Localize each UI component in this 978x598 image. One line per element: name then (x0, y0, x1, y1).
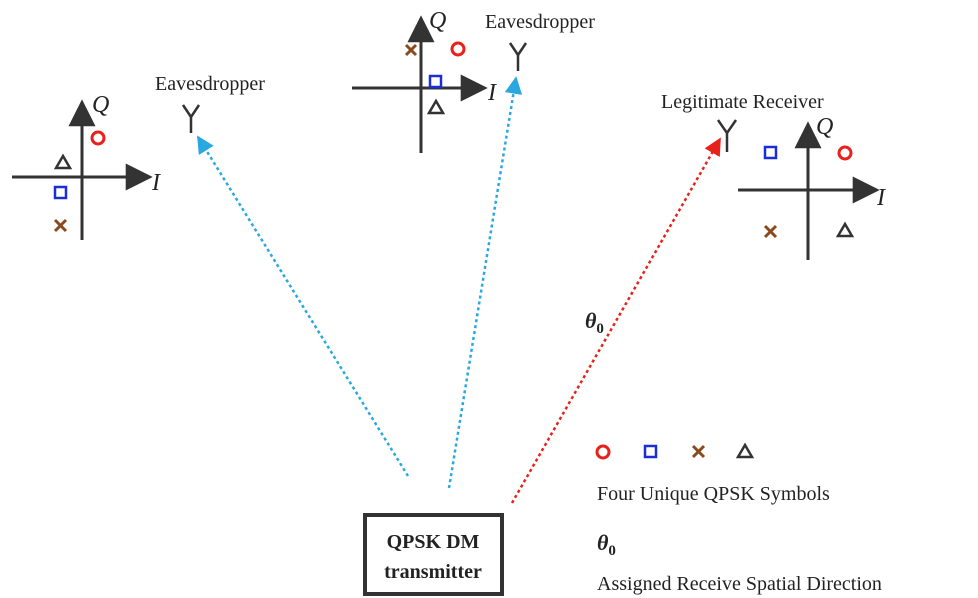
q-axis-label: Q (92, 92, 109, 118)
symbol-cross (763, 224, 778, 239)
symbol-circle (90, 130, 106, 146)
transmitter-box: QPSK DM transmitter (363, 513, 504, 596)
theta-label: θ0 (585, 308, 604, 337)
symbol-circle (450, 41, 466, 57)
antenna-icon (181, 104, 201, 133)
symbol-triangle (835, 221, 855, 238)
legend-symbols-caption: Four Unique QPSK Symbols (597, 483, 830, 505)
constellation-left-eavesdropper: Q I (12, 92, 161, 240)
antenna-icon (716, 119, 738, 152)
legitimate-path (510, 137, 722, 504)
legend-circle-icon (595, 444, 611, 460)
eavesdropper-path-middle (447, 76, 523, 489)
legend-triangle-icon (735, 442, 755, 459)
symbol-square (763, 145, 778, 160)
q-axis-label: Q (429, 8, 446, 34)
legend-square-icon (643, 444, 658, 459)
constellation-middle-eavesdropper: Q I (352, 8, 497, 153)
antenna-icon (508, 42, 528, 71)
symbol-square (428, 74, 443, 89)
i-axis-label: I (487, 80, 497, 106)
receiver-label-eavesdropper-left: Eavesdropper (155, 73, 265, 95)
symbol-square (53, 185, 68, 200)
symbol-triangle (53, 153, 73, 170)
q-axis-label: Q (816, 114, 833, 140)
legend-direction-caption: Assigned Receive Spatial Direction (597, 573, 882, 595)
symbol-triangle (426, 98, 446, 115)
i-axis-label: I (876, 185, 886, 211)
i-axis-label: I (151, 170, 161, 196)
symbol-circle (837, 145, 853, 161)
constellation-legitimate-receiver: Q I (738, 114, 886, 260)
legend: Four Unique QPSK Symbols θ0 Assigned Rec… (595, 442, 882, 595)
receiver-label-legitimate: Legitimate Receiver (661, 91, 824, 113)
receiver-label-eavesdropper-middle: Eavesdropper (485, 11, 595, 33)
legend-theta: θ0 (597, 530, 616, 559)
transmitter-line1: QPSK DM (387, 531, 480, 553)
symbol-cross (404, 43, 418, 57)
eavesdropper-path-left (196, 135, 410, 477)
legend-cross-icon (691, 444, 706, 459)
transmitter-line2: transmitter (384, 561, 482, 583)
symbol-cross (53, 218, 68, 233)
